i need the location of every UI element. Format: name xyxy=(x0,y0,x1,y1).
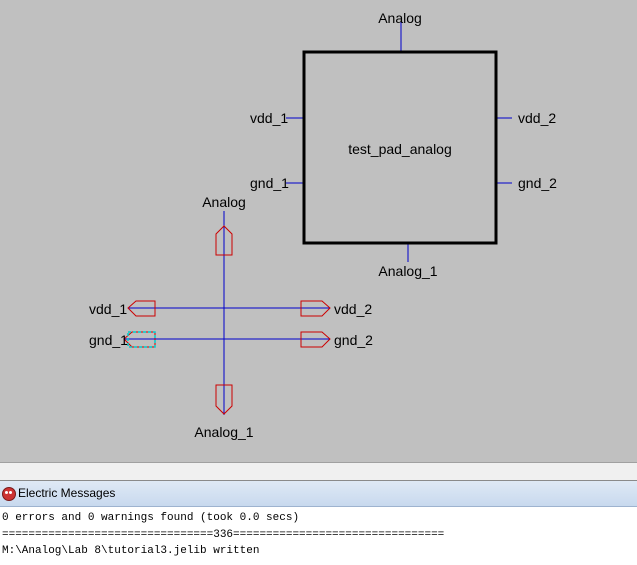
messages-titlebar[interactable]: Electric Messages xyxy=(0,481,637,507)
pin-vdd1[interactable] xyxy=(127,300,156,317)
icon-box[interactable] xyxy=(302,50,498,245)
selection-highlight xyxy=(127,331,156,348)
pin-gnd2[interactable] xyxy=(300,331,331,348)
icon-port-vdd1-label: vdd_1 xyxy=(250,110,288,126)
pin-vdd1-label: vdd_1 xyxy=(89,301,127,317)
messages-window: Electric Messages 0 errors and 0 warning… xyxy=(0,480,637,565)
pin-vdd2[interactable] xyxy=(300,300,331,317)
messages-window-title: Electric Messages xyxy=(18,486,116,500)
pin-bottom-analog1[interactable] xyxy=(215,384,233,415)
pin-top-analog[interactable] xyxy=(215,225,233,256)
message-line: ================================336=====… xyxy=(2,528,445,541)
pin-gnd1-label: gnd_1 xyxy=(89,332,128,348)
icon-name-label: test_pad_analog xyxy=(348,141,452,157)
messages-log[interactable]: 0 errors and 0 warnings found (took 0.0 … xyxy=(2,510,635,564)
window-divider[interactable] xyxy=(0,462,637,481)
icon-port-vdd2-label: vdd_2 xyxy=(518,110,556,126)
icon-port-bottom-label: Analog_1 xyxy=(378,263,437,279)
electric-app-icon[interactable] xyxy=(2,487,16,501)
schematic-canvas[interactable]: Analog Analog_1 vdd_1 gnd_1 vdd_2 gnd_2 … xyxy=(0,0,637,462)
icon-port-gnd1-label: gnd_1 xyxy=(250,175,289,191)
pin-vdd2-label: vdd_2 xyxy=(334,301,372,317)
pin-top-label: Analog xyxy=(202,194,246,210)
pin-gnd2-label: gnd_2 xyxy=(334,332,373,348)
message-line: 0 errors and 0 warnings found (took 0.0 … xyxy=(2,512,300,524)
message-line: M:\Analog\Lab 8\tutorial3.jelib written xyxy=(2,545,260,557)
schematic-drawing[interactable]: Analog Analog_1 vdd_1 gnd_1 vdd_2 gnd_2 … xyxy=(0,0,637,462)
icon-port-top-label: Analog xyxy=(378,10,422,26)
icon-port-gnd2-label: gnd_2 xyxy=(518,175,557,191)
pin-bottom-label: Analog_1 xyxy=(194,424,253,440)
